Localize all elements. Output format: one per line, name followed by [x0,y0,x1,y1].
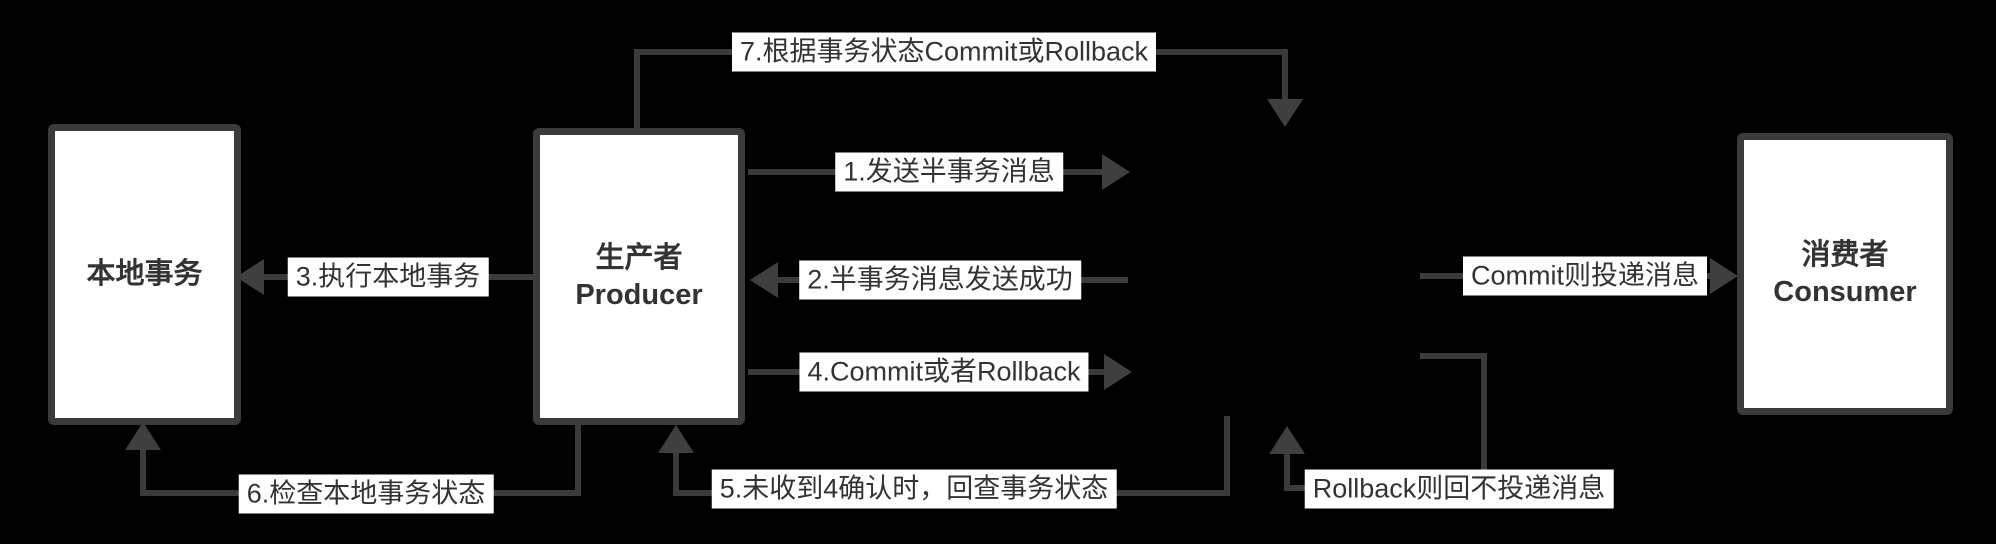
edge-label-step3: 3.执行本地事务 [287,257,489,297]
edge-label-step7: 7.根据事务状态Commit或Rollback [731,32,1157,72]
arrow-right-icon [1710,258,1738,294]
node-consumer: 消费者 Consumer [1737,133,1953,415]
arrow-left-icon [236,259,264,295]
edge-label-step1: 1.发送半事务消息 [835,152,1063,192]
arrow-right-icon [1104,354,1132,390]
node-consumer-title: 消费者 [1801,239,1889,271]
edge-label-step6: 6.检查本地事务状态 [238,474,494,514]
edge-label-rollback-note: Rollback则回不投递消息 [1304,469,1614,509]
arrow-up-icon [125,422,161,450]
edge-label-step5: 5.未收到4确认时，回查事务状态 [711,469,1117,509]
node-producer-subtitle: Producer [575,278,703,311]
node-consumer-subtitle: Consumer [1773,276,1917,308]
edge-label-step2: 2.半事务消息发送成功 [799,260,1081,300]
edge-label-step4: 4.Commit或者Rollback [799,352,1089,392]
edge-rollback-down [1420,353,1487,470]
edge-rollback-up [1269,426,1311,491]
node-producer-title: 生产者 [595,241,683,274]
arrow-up-icon [658,425,694,453]
arrow-up-icon [1269,426,1305,454]
node-local-transaction-title: 本地事务 [86,258,203,290]
arrow-left-icon [750,262,778,298]
edge-label-commit-note: Commit则投递消息 [1463,256,1707,296]
node-local-transaction: 本地事务 [48,124,241,425]
node-producer: 生产者 Producer [533,128,745,425]
arrow-down-icon [1267,99,1303,127]
arrow-right-icon [1102,154,1130,190]
